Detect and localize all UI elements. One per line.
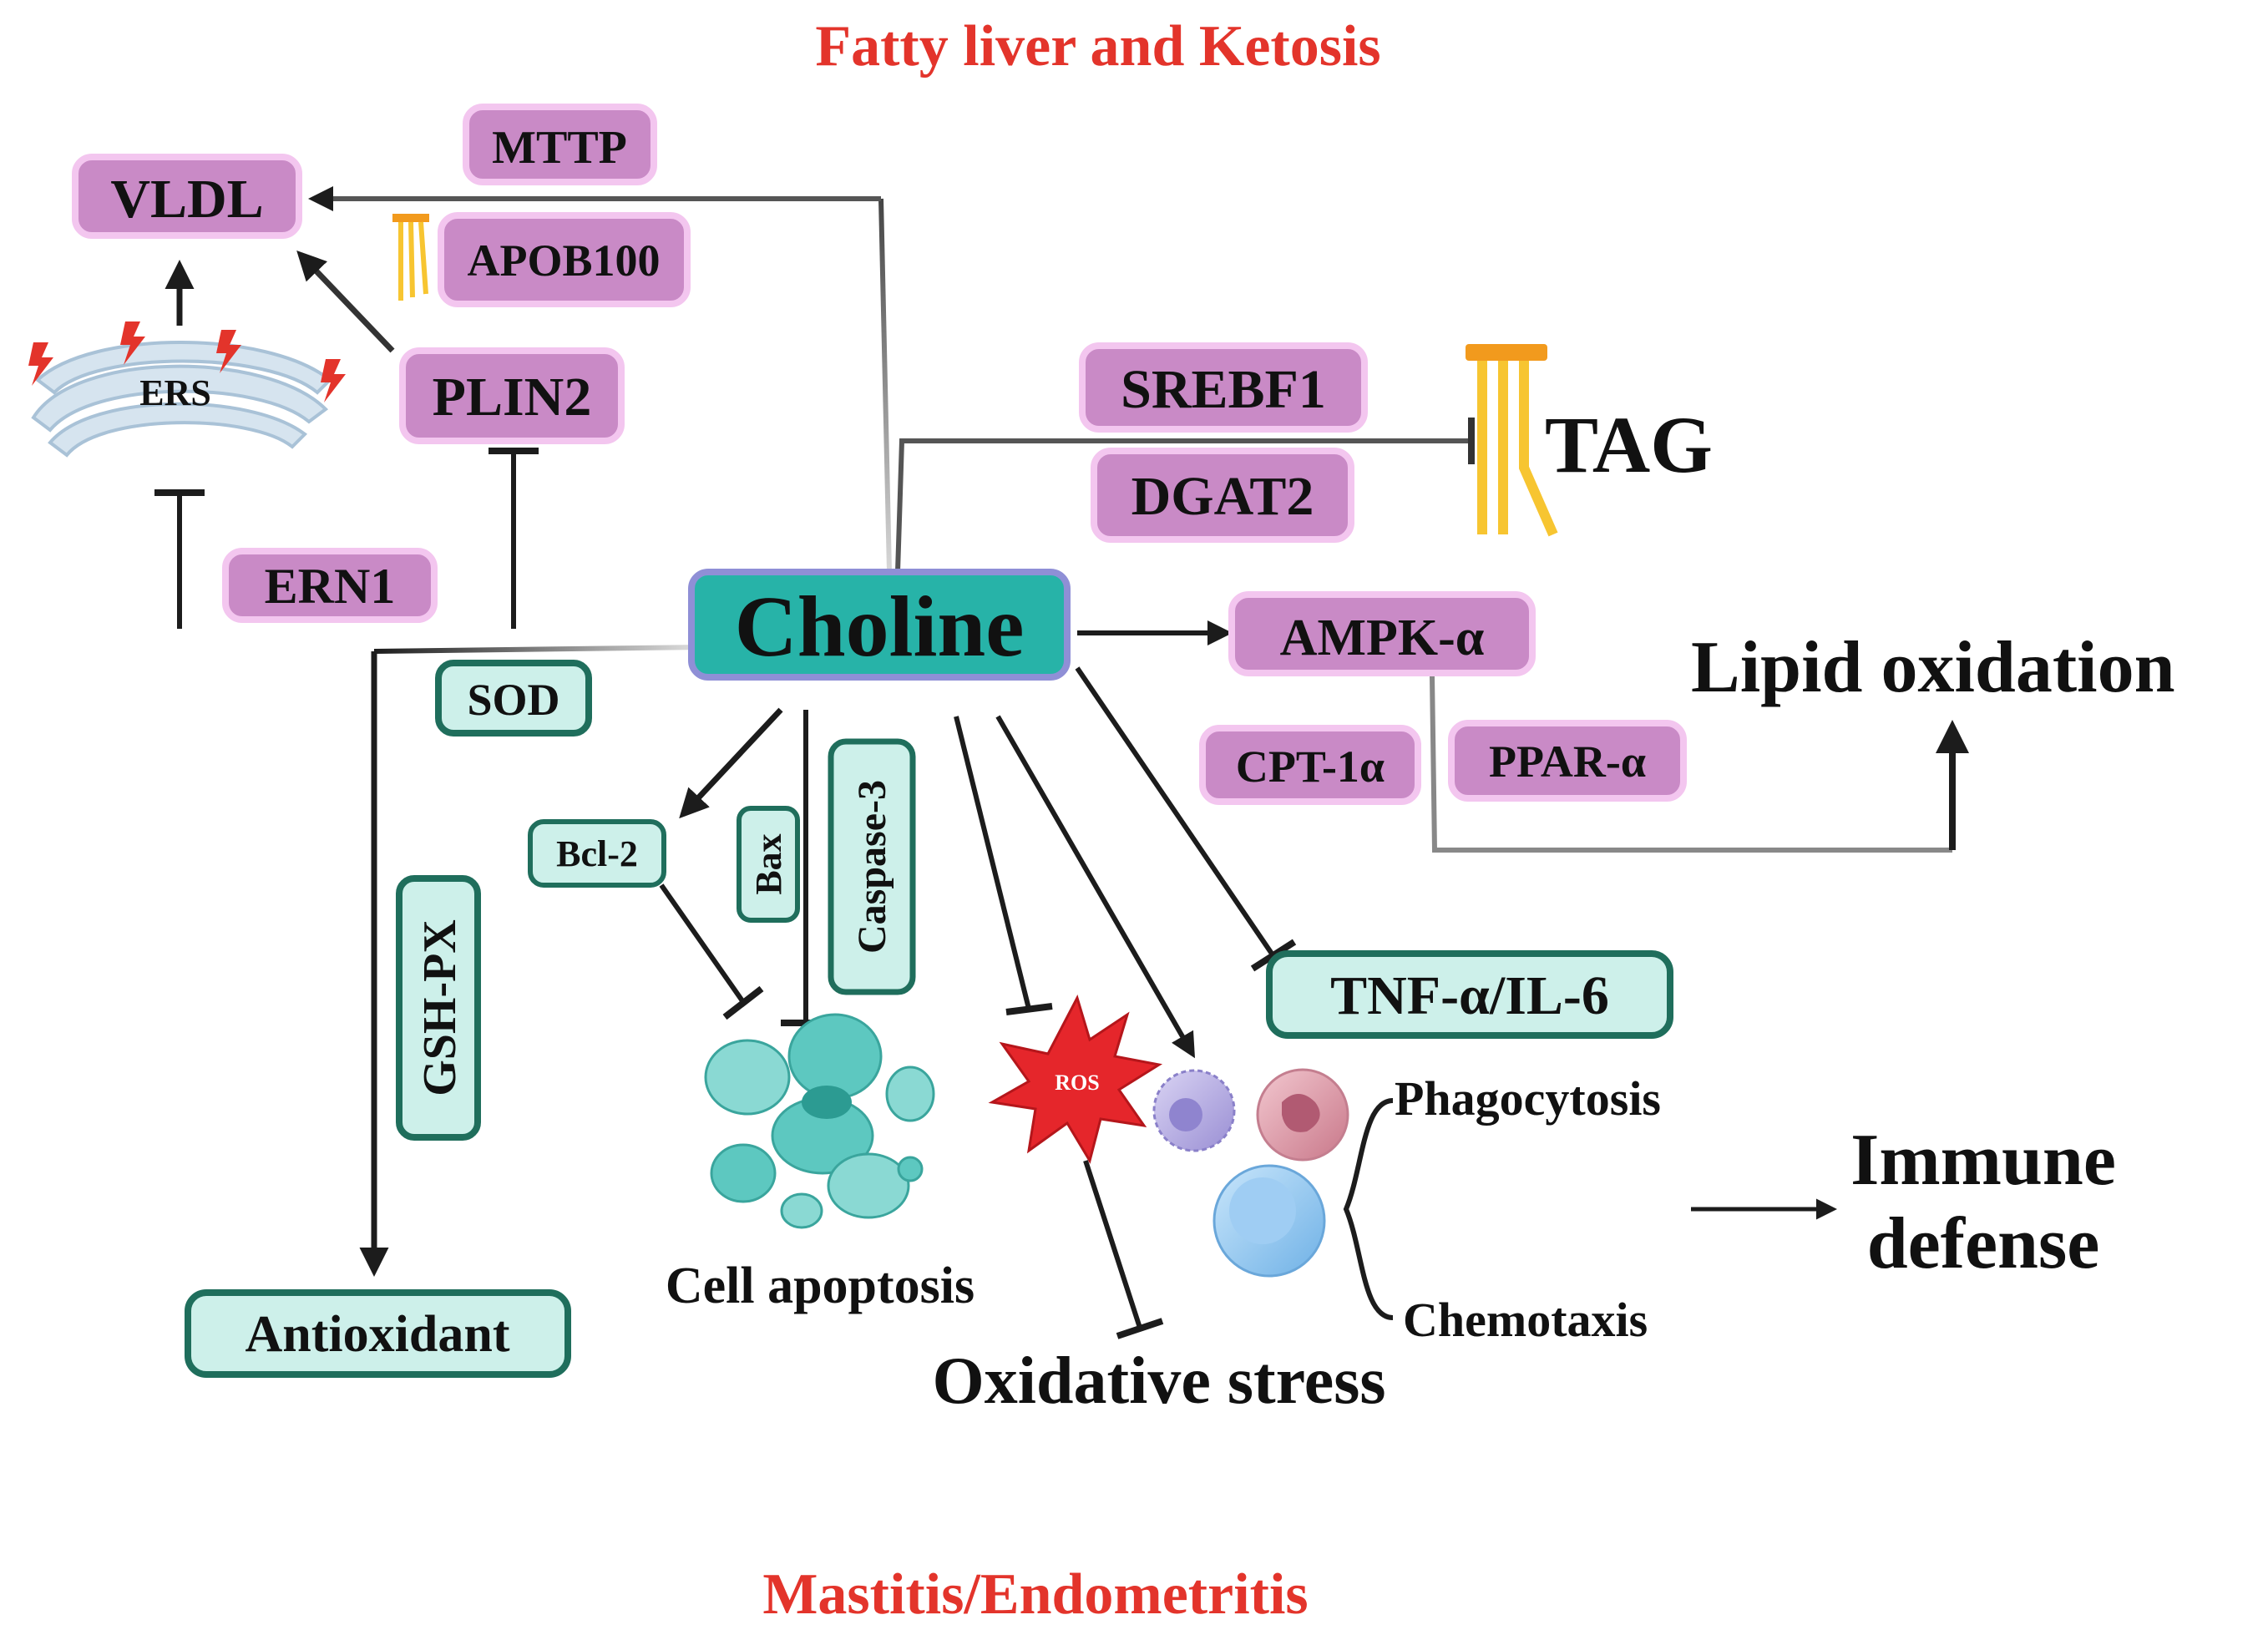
bcl2-to-apoptosis-line: [659, 883, 746, 1004]
endoplasmic-reticulum-icon: [31, 341, 332, 458]
plin2-node: PLIN2: [399, 347, 625, 444]
cpt1-node: CPT-1α: [1199, 725, 1421, 805]
choline-to-bcl2-arrow: [679, 707, 783, 819]
phagocytosis-label: Phagocytosis: [1395, 1071, 1661, 1126]
immune-defense-line1: Immune: [1850, 1120, 2116, 1201]
antioxidant-node: Antioxidant: [185, 1289, 571, 1378]
bax-label: Bax: [748, 833, 789, 894]
ros-inhibit-bar: [1005, 1003, 1053, 1015]
immune-brace: [1343, 1098, 1394, 1320]
srebf1-node: SREBF1: [1079, 342, 1368, 433]
cpt1-label: CPT-1α: [1236, 742, 1385, 792]
ers-label: ERS: [139, 372, 211, 413]
vldl-label: VLDL: [110, 169, 263, 230]
gshpx-label: GSH-PX: [414, 919, 466, 1096]
choline-to-vldl-line: [878, 198, 892, 573]
ampk-node: AMPK-α: [1228, 591, 1536, 676]
apob100-label: APOB100: [467, 235, 660, 286]
caspase3-label: Caspase-3: [850, 780, 894, 954]
bcl2-label: Bcl-2: [556, 833, 638, 874]
sod-node: SOD: [435, 660, 592, 737]
sod-label: SOD: [467, 675, 559, 725]
lipid-oxidation-label: Lipid oxidation: [1691, 627, 2175, 708]
tnf-node: TNF-α/IL-6: [1266, 950, 1673, 1039]
tnf-label: TNF-α/IL-6: [1330, 965, 1609, 1026]
mttp-label: MTTP: [492, 122, 627, 174]
srebf1-label: SREBF1: [1121, 359, 1326, 420]
ampk-to-lipid-line: [1430, 676, 1952, 853]
immune-cell-icon: [1152, 1068, 1349, 1278]
lipid-droplet-icon-tag: [1466, 344, 1558, 537]
bcl2-node: Bcl-2: [528, 819, 666, 888]
bcl2-inhibit-bar: [722, 985, 764, 1020]
ampk-label: AMPK-α: [1280, 610, 1485, 666]
plin2-label: PLIN2: [433, 367, 592, 428]
ros-burst-icon: [988, 995, 1163, 1164]
antioxidant-label: Antioxidant: [246, 1306, 510, 1363]
tag-label: TAG: [1545, 400, 1713, 489]
plin2-to-vldl-arrow: [296, 250, 395, 353]
choline-to-ros-line: [954, 716, 1031, 1010]
vldl-node: VLDL: [72, 154, 302, 239]
oxidative-stress-label: Oxidative stress: [933, 1344, 1386, 1418]
mttp-node: MTTP: [463, 104, 657, 185]
ppar-node: PPAR-α: [1448, 720, 1687, 802]
connectors: [154, 186, 1969, 1339]
ppar-label: PPAR-α: [1489, 737, 1646, 787]
chemotaxis-label: Chemotaxis: [1403, 1293, 1648, 1347]
choline-to-tnf-line: [1075, 666, 1276, 958]
choline-label: Choline: [735, 579, 1025, 675]
gshpx-node: GSH-PX: [396, 875, 481, 1141]
choline-to-tag-line: [895, 438, 1471, 573]
apob100-node: APOB100: [438, 212, 691, 307]
immune-defense-line2: defense: [1867, 1203, 2100, 1284]
caspase3-node: Caspase-3: [828, 738, 916, 995]
choline-to-antioxidant-line: [373, 645, 702, 654]
cell-apoptosis-label: Cell apoptosis: [666, 1258, 975, 1314]
oxidative-inhibit-bar: [1116, 1318, 1164, 1339]
choline-node: Choline: [688, 569, 1071, 681]
ern1-label: ERN1: [265, 559, 396, 614]
lightning-bolt-icon: [28, 321, 346, 402]
ros-label: ROS: [1055, 1071, 1099, 1095]
ern1-node: ERN1: [222, 548, 438, 623]
top-heading: Fatty liver and Ketosis: [815, 14, 1380, 78]
lipid-droplet-icon: [392, 214, 429, 301]
tnf-inhibit-bar: [1250, 939, 1297, 972]
bottom-heading: Mastitis/Endometritis: [762, 1562, 1308, 1627]
dgat2-label: DGAT2: [1131, 466, 1314, 527]
bax-node: Bax: [737, 806, 800, 923]
choline-to-immune-arrow: [995, 715, 1195, 1059]
ros-to-oxidative-line: [1083, 1160, 1142, 1329]
apoptotic-cell-icon: [704, 1013, 935, 1229]
dgat2-node: DGAT2: [1091, 448, 1354, 543]
